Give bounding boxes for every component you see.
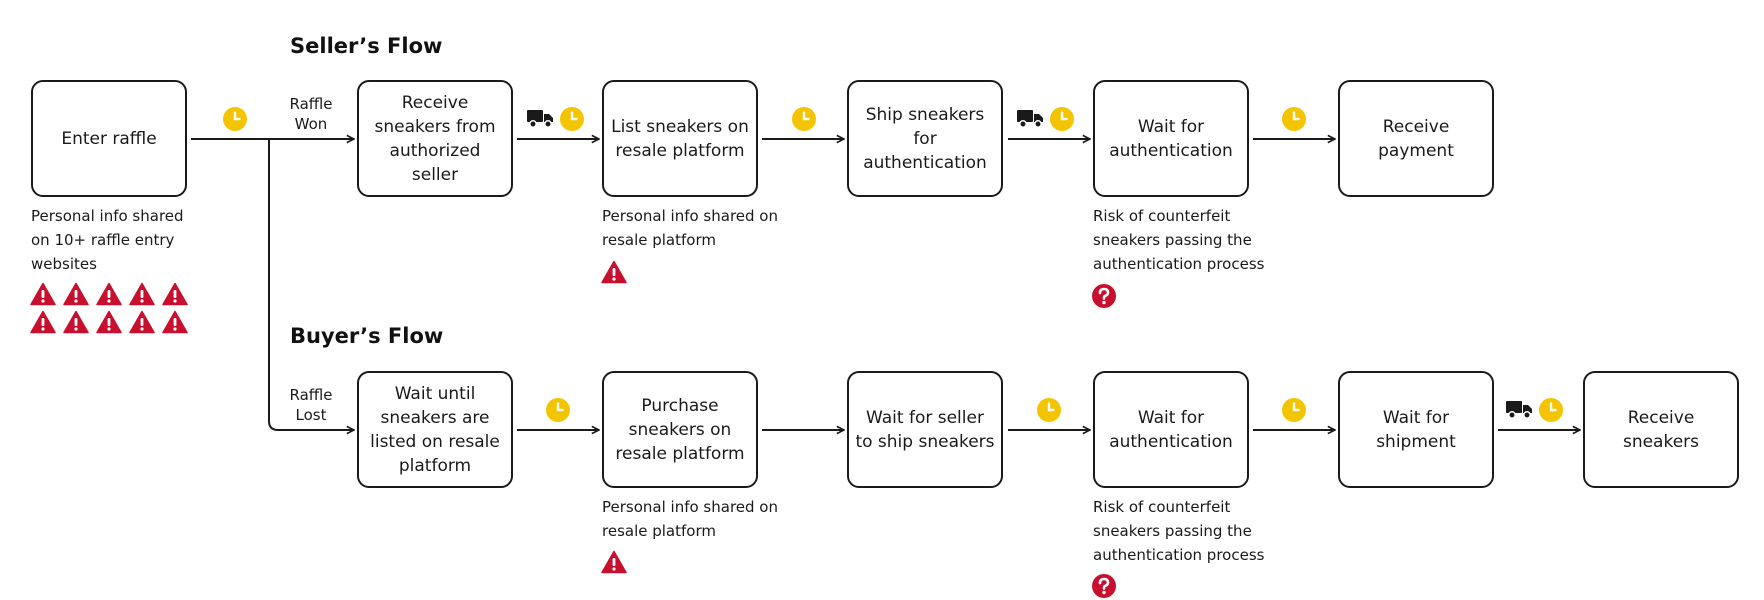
note-raffle-personal-info: Personal info shared on 10+ raffle entry… [31,207,184,273]
buyer-step-wait-seller-ship: Wait for seller to ship sneakers [847,371,1003,488]
warning-icon [96,310,122,338]
buyer-step-wait-shipment: Wait for shipment [1338,371,1494,488]
warning-icon [162,282,188,310]
warning-icon [129,282,155,310]
note-seller-personal-info: Personal info shared on resale platform [602,207,778,249]
warning-icon [63,310,89,338]
buyer-step-wait-listing: Wait until sneakers are listed on resale… [357,371,513,488]
buyer-flow-title: Buyer’s Flow [290,324,444,348]
warning-icon [30,310,56,338]
buyer-step-purchase: Purchase sneakers on resale platform [602,371,758,488]
clock-icon [791,106,817,136]
warning-icon [96,282,122,310]
clock-icon [222,106,248,136]
question-icon [1091,573,1117,600]
note-seller-counterfeit-risk: Risk of counterfeit sneakers passing the… [1093,207,1265,273]
truck-icon [1016,106,1044,134]
clock-icon [559,106,585,136]
clock-icon [1281,397,1307,427]
truck-icon [526,106,554,134]
warning-icon [601,550,627,578]
note-buyer-personal-info: Personal info shared on resale platform [602,498,778,540]
edge-start-to-buyer [268,139,354,430]
clock-icon [1281,106,1307,136]
warning-icon [162,310,188,338]
seller-step-list-sneakers: List sneakers on resale platform [602,80,758,197]
warning-icon [601,260,627,288]
seller-step-receive-sneakers: Receive sneakers from authorized seller [357,80,513,197]
truck-icon [1505,397,1533,425]
clock-icon [545,397,571,427]
seller-step-ship-sneakers: Ship sneakers for authentication [847,80,1003,197]
clock-icon [1538,397,1564,427]
warning-icon [63,282,89,310]
clock-icon [1049,106,1075,136]
note-buyer-counterfeit-risk: Risk of counterfeit sneakers passing the… [1093,498,1265,564]
buyer-step-receive-sneakers: Receive sneakers [1583,371,1739,488]
question-icon [1091,283,1117,313]
seller-flow-title: Seller’s Flow [290,34,443,58]
warning-icon [129,310,155,338]
seller-step-wait-authentication: Wait for authentication [1093,80,1249,197]
raffle-lost-label: Raffle Lost [289,386,333,424]
seller-step-receive-payment: Receive payment [1338,80,1494,197]
buyer-step-wait-authentication: Wait for authentication [1093,371,1249,488]
step-enter-raffle: Enter raffle [31,80,187,197]
warning-icon [30,282,56,310]
raffle-won-label: Raffle Won [289,95,333,133]
clock-icon [1036,397,1062,427]
